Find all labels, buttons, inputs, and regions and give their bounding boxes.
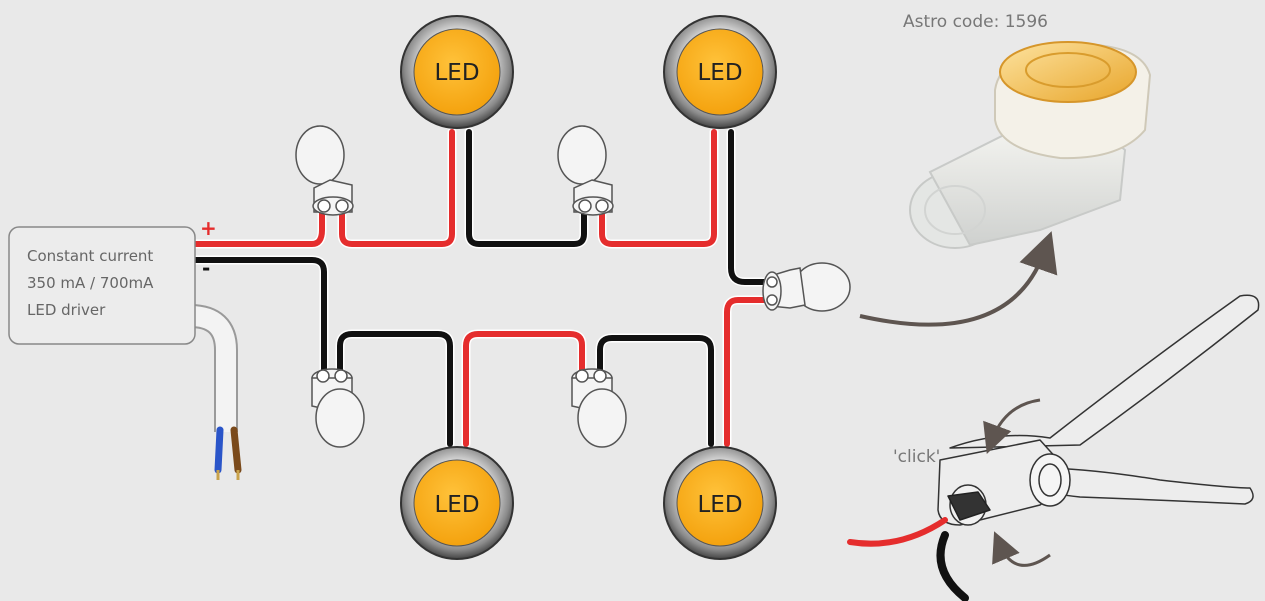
- led-1: LED: [400, 15, 514, 129]
- wire-led1-red: [337, 127, 457, 249]
- astro-code-label: Astro code: 1596: [903, 12, 1048, 32]
- wire-led2-red: [597, 127, 719, 249]
- click-arrow-bottom: [992, 531, 1051, 567]
- arrow-to-photo: [859, 231, 1058, 327]
- pliers-black-wire: [936, 531, 969, 601]
- mains-cable: [189, 304, 242, 480]
- connectors: [295, 125, 851, 448]
- led-1-label: LED: [434, 60, 479, 86]
- connector-5: [311, 368, 365, 448]
- wire-led4-red: [722, 295, 777, 449]
- led-2: LED: [663, 15, 777, 129]
- led-2-label: LED: [697, 60, 742, 86]
- wire-led3-red: [461, 329, 587, 449]
- led-3: LED: [400, 446, 514, 560]
- connector-1: [295, 125, 354, 216]
- led-4: LED: [663, 446, 777, 560]
- click-arrow-top: [983, 398, 1041, 455]
- led-4-label: LED: [697, 492, 742, 518]
- driver-line-2: 350 mA / 700mA: [27, 274, 154, 292]
- connector-3: [762, 262, 851, 312]
- led-3-label: LED: [434, 492, 479, 518]
- connector-4: [571, 368, 627, 448]
- driver-line-1: Constant current: [27, 247, 153, 265]
- pliers-red-wire: [847, 517, 948, 547]
- led-driver-box: Constant current 350 mA / 700mA LED driv…: [8, 226, 196, 345]
- wire-led2-black: [726, 127, 777, 287]
- crimp-pliers: [937, 294, 1260, 526]
- click-label: 'click': [893, 447, 940, 467]
- plus-sign: +: [200, 216, 217, 240]
- minus-sign: -: [202, 256, 210, 280]
- driver-line-3: LED driver: [27, 301, 106, 319]
- connector-photo: [909, 41, 1152, 249]
- connector-2: [557, 125, 614, 216]
